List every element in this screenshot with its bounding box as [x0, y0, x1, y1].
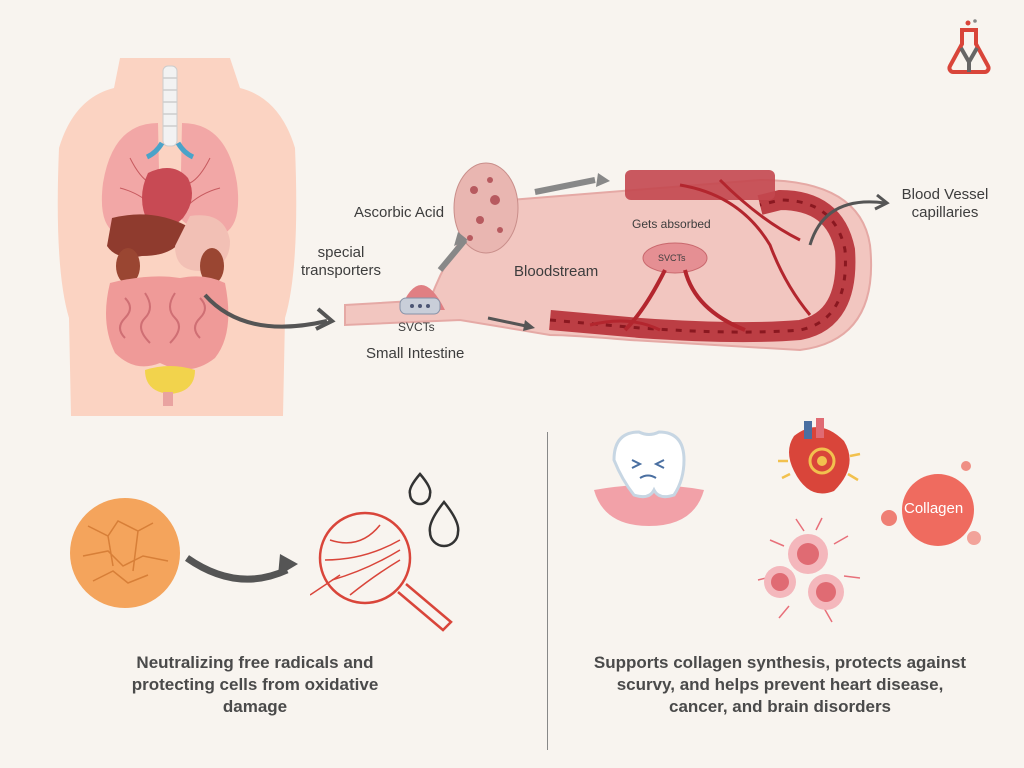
- ascorbic-acid-label: Ascorbic Acid: [354, 204, 445, 221]
- small-intestine-label: Small Intestine: [366, 345, 465, 362]
- gets-absorbed-label: Gets absorbed: [632, 217, 711, 231]
- flow-arrow-icon: [203, 293, 336, 331]
- bloodstream-label: Bloodstream: [514, 263, 599, 280]
- benefits-caption: Supports collagen synthesis, protects ag…: [593, 653, 967, 717]
- water-drop-icon: [408, 472, 460, 548]
- collagen-sphere-icon: [881, 461, 981, 546]
- sad-tooth-icon: [594, 430, 704, 526]
- blood-vessel-capillaries-label: Blood Vessel capillaries: [901, 186, 989, 221]
- dry-skin-icon: [70, 498, 180, 608]
- capillaries-arrow-icon: [808, 193, 890, 246]
- special-transporters-label: special transporters: [300, 244, 382, 279]
- heart-icon: [778, 418, 861, 494]
- flow-arrow-icon: [184, 554, 298, 583]
- cancer-cell-icon: [757, 517, 861, 623]
- collagen-label: Collagen: [904, 500, 964, 517]
- lab-flask-logo-icon: [947, 19, 991, 74]
- antioxidant-caption: Neutralizing free radicals and protectin…: [131, 653, 379, 717]
- magnifier-skin-icon: [310, 511, 453, 632]
- svcts-small-intestine-label: SVCTs: [398, 320, 435, 334]
- absorption-diagram: [344, 162, 873, 352]
- svcts-vessel-label: SVCTs: [658, 253, 686, 263]
- section-divider: [547, 432, 548, 750]
- human-body-organs-icon: [57, 58, 297, 416]
